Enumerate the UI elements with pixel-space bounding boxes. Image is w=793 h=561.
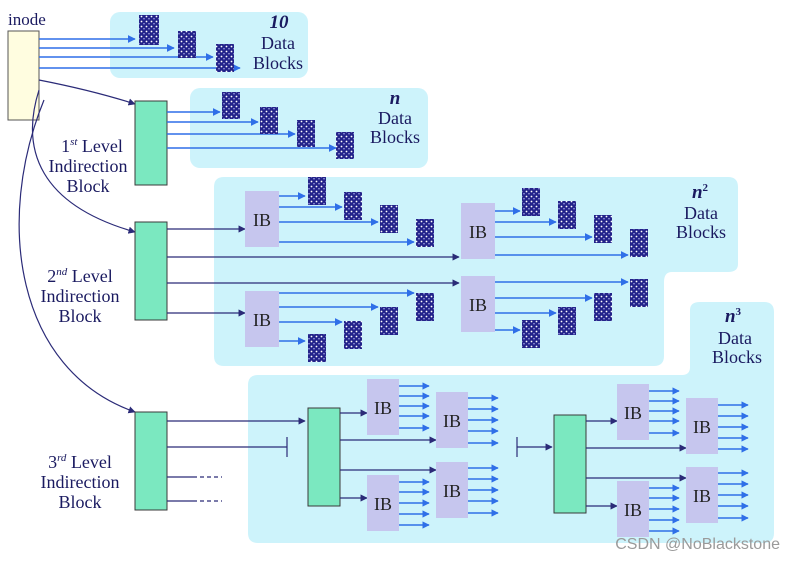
indirect-block-ib	[617, 481, 649, 537]
data-block	[416, 293, 434, 321]
data-block	[416, 219, 434, 247]
level1-group: n Data Blocks 1st Level Indirection Bloc…	[49, 88, 421, 196]
ib-label: IB	[469, 222, 487, 242]
direct-data-blocks	[139, 15, 234, 72]
data-block	[594, 293, 612, 321]
ib-label: IB	[693, 417, 711, 437]
level3-label-line1: 3rd Level	[48, 452, 112, 472]
level2-indirect-block	[134, 221, 168, 321]
data-block	[308, 334, 326, 362]
data-block	[178, 31, 196, 58]
direct-caption-line2: Blocks	[253, 53, 303, 73]
ib-label: IB	[253, 210, 271, 230]
indirect-block-ib	[245, 291, 279, 347]
data-block	[594, 215, 612, 243]
data-block	[558, 201, 576, 229]
watermark: CSDN @NoBlackstone	[615, 536, 780, 553]
data-block	[380, 205, 398, 233]
level2-label-line2: Indirection	[41, 286, 120, 306]
direct-caption-line1: Data	[261, 33, 295, 53]
data-block	[344, 321, 362, 349]
indirect-block-ib	[686, 467, 718, 523]
ib-label: IB	[469, 295, 487, 315]
ib-label: IB	[253, 310, 271, 330]
ib-label: IB	[693, 486, 711, 506]
ib-label: IB	[624, 403, 642, 423]
level3-data-caption-line2: Blocks	[712, 347, 762, 367]
level3-label-line3: Block	[59, 492, 102, 512]
level1-data-caption-line1: Data	[378, 108, 412, 128]
indirect-pointers	[18, 79, 136, 414]
double-indirect-block	[307, 407, 341, 507]
data-block	[336, 132, 354, 159]
data-block	[139, 15, 159, 45]
level2-group: IB IB IB	[41, 177, 726, 362]
level2-data-count: n2	[692, 182, 709, 203]
indirect-block-ib	[367, 475, 399, 531]
data-block	[297, 120, 315, 147]
inode: inode	[7, 10, 46, 121]
level1-data-count: n	[390, 88, 401, 109]
level3-indirect-block	[134, 411, 168, 511]
level1-label-line2: Indirection	[49, 156, 128, 176]
ib-label: IB	[374, 398, 392, 418]
data-block	[222, 92, 240, 119]
ib-label: IB	[443, 411, 461, 431]
direct-data-region	[110, 12, 308, 78]
data-block	[308, 177, 326, 205]
ib-label: IB	[443, 481, 461, 501]
ib-label: IB	[624, 500, 642, 520]
level2-label-line1: 2nd Level	[47, 266, 112, 286]
direct-data-caption: 10 Data Blocks	[253, 12, 303, 73]
level2-data-caption-line2: Blocks	[676, 222, 726, 242]
direct-count: 10	[270, 12, 290, 33]
level3-label-line2: Indirection	[41, 472, 120, 492]
inode-box	[7, 30, 40, 121]
data-block	[522, 188, 540, 216]
indirect-block-ib	[436, 462, 468, 518]
ib-label: IB	[374, 494, 392, 514]
level3-data-count: n3	[725, 306, 742, 327]
data-block	[344, 192, 362, 220]
indirect-block-ib	[367, 379, 399, 435]
level3-group: IB IB IB IB	[41, 306, 762, 537]
data-block	[630, 229, 648, 257]
data-block	[260, 107, 278, 134]
level2-data-caption-line1: Data	[684, 203, 718, 223]
indirect-block-ib	[245, 191, 279, 247]
data-block	[630, 279, 648, 307]
level1-data-caption-line2: Blocks	[370, 127, 420, 147]
data-block	[558, 307, 576, 335]
indirect-block-ib	[686, 398, 718, 454]
data-block	[522, 320, 540, 348]
level1-label-line3: Block	[67, 176, 110, 196]
level3-data-caption-line1: Data	[718, 328, 752, 348]
data-block	[216, 44, 234, 72]
data-block	[380, 307, 398, 335]
double-indirect-block	[553, 414, 587, 514]
indirect-block-ib	[461, 276, 495, 332]
indirect-block-ib	[461, 203, 495, 259]
level1-indirect-block	[134, 100, 168, 186]
indirect-block-ib	[436, 392, 468, 448]
indirect-block-ib	[617, 384, 649, 440]
level2-label-line3: Block	[59, 306, 102, 326]
inode-label: inode	[8, 10, 46, 29]
level1-label-line1: 1st Level	[61, 136, 123, 156]
